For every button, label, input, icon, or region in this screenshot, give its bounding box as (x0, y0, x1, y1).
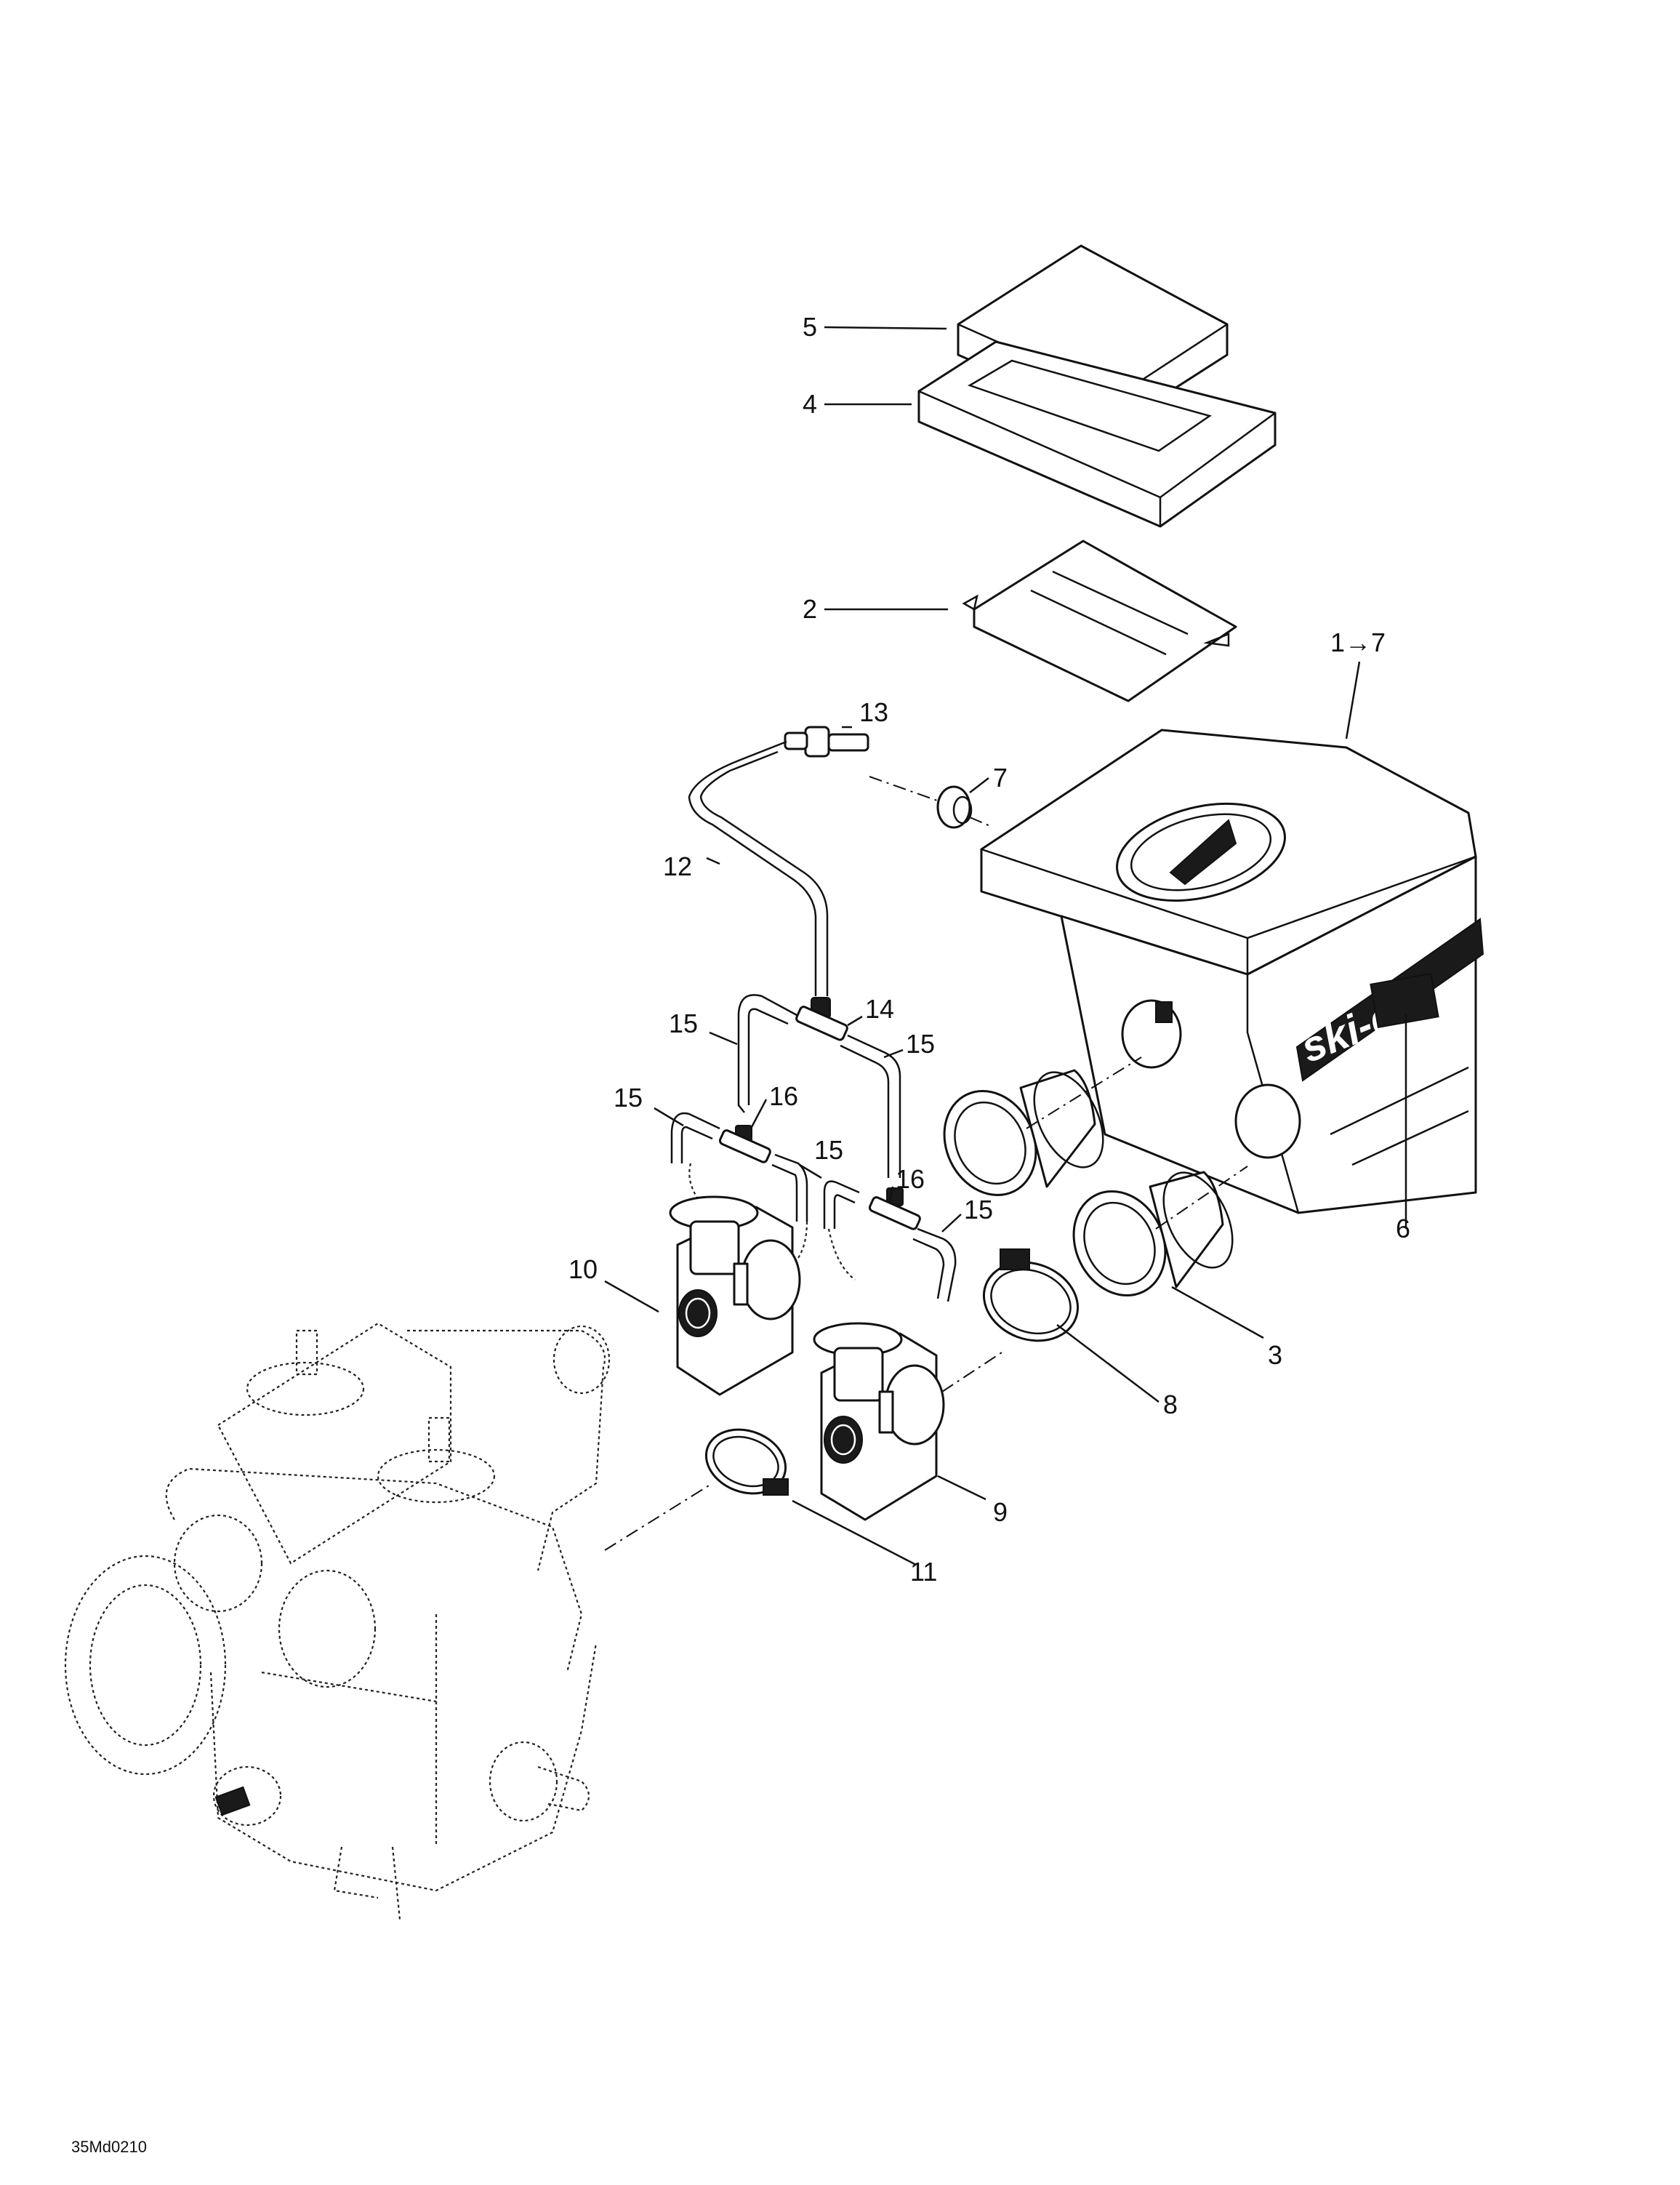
callout-13: 13 (859, 697, 888, 727)
callout-8: 8 (1163, 1390, 1178, 1419)
filter-frame-part-4 (917, 340, 1277, 528)
callout-12: 12 (663, 851, 692, 881)
callout-16a: 16 (769, 1081, 798, 1111)
callout-1-7: 1→7 (1330, 628, 1386, 657)
vent-tube-part-12 (688, 740, 829, 996)
callout-labels: 5 4 2 1→7 13 7 12 15 14 15 15 16 15 16 1… (568, 312, 1410, 1587)
callout-3: 3 (1268, 1340, 1282, 1370)
callout-10: 10 (568, 1254, 598, 1284)
tee-fitting-part-14 (795, 997, 848, 1041)
callout-15e: 15 (964, 1195, 993, 1224)
callout-4: 4 (803, 389, 817, 419)
callout-9: 9 (993, 1497, 1008, 1527)
clamp-part-8 (982, 1248, 1080, 1342)
elbow-fitting-part-13 (784, 726, 869, 758)
carburetor-part-9 (813, 1322, 945, 1521)
callout-2: 2 (803, 594, 817, 624)
tee-fitting-part-16-upper (718, 1125, 771, 1163)
clamp-part-11 (704, 1428, 789, 1496)
tee-fitting-part-16-lower (868, 1187, 921, 1230)
air-silencer-box-assembly: ski-doo (980, 729, 1484, 1214)
callout-16b: 16 (896, 1164, 925, 1194)
callout-15a: 15 (669, 1009, 698, 1038)
carburetor-adaptor-part-3-upper (943, 1069, 1104, 1197)
silencer-plate-part-2 (962, 540, 1237, 702)
leader-lines (604, 326, 1407, 1566)
callout-7: 7 (993, 763, 1008, 793)
engine-reference-ghost (64, 1322, 611, 1920)
callout-14: 14 (865, 994, 894, 1024)
carburetor-vent-hoses-part-15 (670, 994, 957, 1302)
carburetor-adaptor-part-3-lower (1072, 1171, 1234, 1297)
figure-reference-code: 35Md0210 (71, 2138, 147, 2156)
callout-11: 11 (910, 1557, 937, 1587)
callout-15b: 15 (906, 1029, 935, 1059)
callout-5: 5 (803, 312, 817, 342)
callout-6: 6 (1396, 1214, 1410, 1243)
callout-15c: 15 (614, 1083, 643, 1112)
callout-15d: 15 (814, 1135, 843, 1165)
carburetor-part-10 (669, 1195, 801, 1396)
grommet-part-7 (869, 776, 991, 829)
